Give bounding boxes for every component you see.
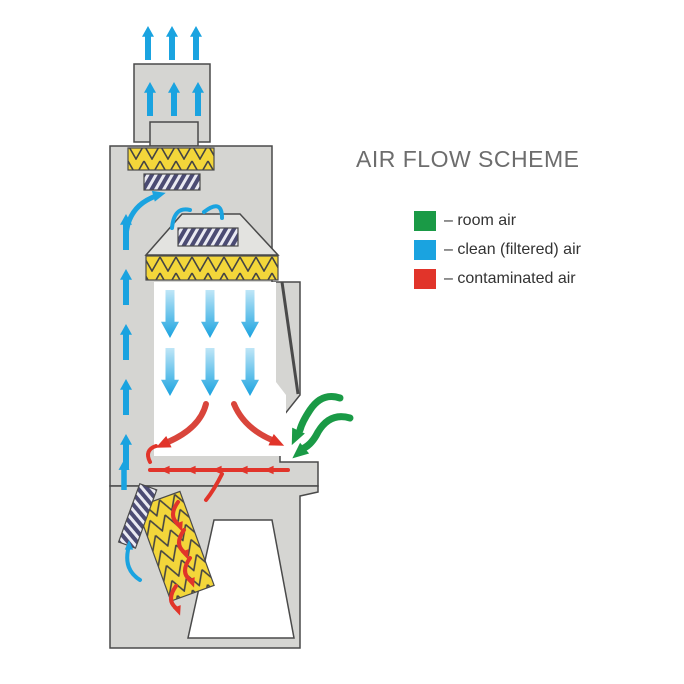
legend-item-clean-air: – clean (filtered) air: [414, 235, 581, 264]
prefilter-flow-head-1: [174, 521, 183, 532]
plenum-curve-top: [123, 193, 159, 239]
lower-rise-arrow: [118, 460, 130, 490]
downflow-arrow-row2-2: [201, 348, 219, 396]
room-air-swatch: [414, 210, 436, 231]
legend: – room air – clean (filtered) air – cont…: [414, 206, 581, 293]
plenum-arrow-3: [120, 324, 132, 360]
front-sash: [280, 281, 300, 395]
stand-cutout: [187, 519, 295, 639]
return-flow-head-4: [186, 465, 196, 475]
exhaust-arrow-top-1: [142, 26, 154, 60]
exhaust-collar: [149, 121, 199, 147]
supply-fan: [177, 227, 239, 247]
legend-label-room-air: – room air: [444, 211, 517, 229]
supply-curl-left: [170, 207, 192, 230]
lower-recirc-head: [124, 540, 134, 550]
exhaust-fan: [143, 173, 201, 191]
prefilter-flow-head-3: [186, 577, 195, 588]
prefilter-flow-4: [169, 584, 178, 610]
plenum-arrow-2: [120, 379, 132, 415]
prefilter-flow-2: [177, 528, 186, 554]
exhaust-arrow-duct-2: [168, 82, 180, 116]
legend-label-clean-air: – clean (filtered) air: [444, 240, 581, 258]
room-air-arrow-1-head: [291, 427, 305, 446]
downflow-arrow-row1-3: [241, 290, 259, 338]
exhaust-arrow-top-2: [166, 26, 178, 60]
legend-item-contaminated-air: – contaminated air: [414, 264, 581, 293]
legend-item-room-air: – room air: [414, 206, 581, 235]
return-flow-front-curl: [146, 444, 158, 464]
return-flow-head-5: [160, 465, 170, 475]
plenum-curve-head: [151, 190, 166, 202]
clean-air-swatch: [414, 239, 436, 260]
supply-curl-right: [202, 204, 224, 220]
return-flow-head-2: [238, 465, 248, 475]
return-flow-down: [204, 472, 224, 502]
prefilter-flow-1: [171, 500, 180, 526]
return-flow-head-1: [264, 465, 274, 475]
diagram-title: AIR FLOW SCHEME: [356, 146, 580, 172]
prefilter-flow-head-4: [172, 605, 181, 616]
room-air-arrow-2-head: [292, 442, 310, 459]
exhaust-arrow-duct-3: [192, 82, 204, 116]
legend-label-contaminated-air: – contaminated air: [444, 269, 576, 287]
airflow-arrows: [118, 26, 354, 616]
lower-recirc-flow: [125, 548, 142, 582]
prefilter-flow-head-2: [180, 549, 189, 560]
downflow-arrow-row2-3: [241, 348, 259, 396]
split-arrow-right-head: [268, 434, 285, 446]
plenum-arrow-1: [120, 434, 132, 470]
downflow-arrow-row1-1: [161, 290, 179, 338]
exhaust-arrow-duct-1: [144, 82, 156, 116]
room-air-arrow-2: [300, 413, 354, 452]
return-flow-head-3: [212, 465, 222, 475]
split-arrow-right: [231, 401, 275, 443]
exhaust-arrow-top-3: [190, 26, 202, 60]
prefilter-flow-3: [183, 556, 192, 582]
prefilter: [135, 490, 215, 602]
exhaust-hepa-filter: [127, 147, 215, 171]
supply-hepa-filter: [145, 255, 279, 281]
plenum-arrow-4: [120, 269, 132, 305]
split-arrow-left: [165, 401, 209, 445]
downflow-arrow-row1-2: [201, 290, 219, 338]
split-arrow-left-head: [155, 436, 172, 448]
room-air-arrow-1: [296, 393, 344, 434]
contaminated-air-swatch: [414, 268, 436, 289]
downflow-arrow-row2-1: [161, 348, 179, 396]
